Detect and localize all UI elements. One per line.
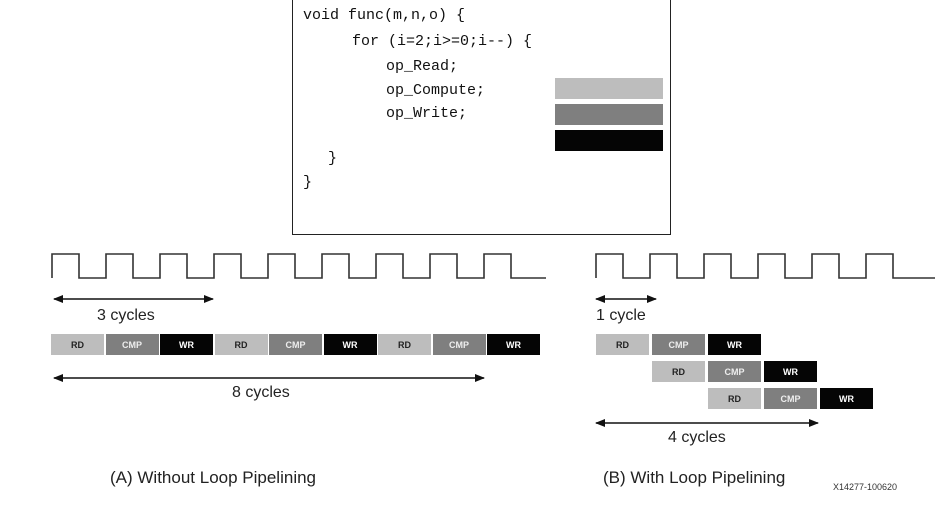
clock-waveform-left xyxy=(51,253,546,279)
code-line-read: op_Read; xyxy=(386,58,459,75)
block-read-1-0: RD xyxy=(652,361,705,382)
block-compute-1-1: CMP xyxy=(708,361,761,382)
clock-waveform-right xyxy=(595,253,935,279)
right-4-cycles-label: 4 cycles xyxy=(668,429,726,446)
legend-compute-bar xyxy=(555,104,663,125)
block-read-3: RD xyxy=(214,334,268,355)
block-write-2-2: WR xyxy=(820,388,873,409)
caption-without-pipelining: (A) Without Loop Pipelining xyxy=(110,468,317,487)
legend-read-bar xyxy=(555,78,663,99)
block-read-0-0: RD xyxy=(596,334,649,355)
block-write-5: WR xyxy=(323,334,377,355)
right-1-cycle-label: 1 cycle xyxy=(596,307,646,324)
block-compute-4: CMP xyxy=(269,334,322,355)
block-write-2: WR xyxy=(160,334,213,355)
block-read-2-0: RD xyxy=(708,388,761,409)
caption-with-pipelining: (B) With Loop Pipelining xyxy=(603,468,786,487)
code-line-close-loop: } xyxy=(328,150,338,167)
block-compute-7: CMP xyxy=(432,334,486,355)
left-3-cycles-label: 3 cycles xyxy=(97,307,155,324)
code-line-compute: op_Compute; xyxy=(386,82,486,99)
block-compute-0-1: CMP xyxy=(652,334,705,355)
code-line-signature: void func(m,n,o) { xyxy=(303,7,466,24)
left-8-cycles-label: 8 cycles xyxy=(232,384,290,401)
figure-id: X14277-100620 xyxy=(833,482,898,492)
block-write-0-2: WR xyxy=(708,334,761,355)
block-compute-2-1: CMP xyxy=(764,388,817,409)
block-compute-1: CMP xyxy=(105,334,159,355)
code-line-for: for (i=2;i>=0;i--) { xyxy=(352,33,533,50)
block-read-6: RD xyxy=(378,334,431,355)
legend-write-bar xyxy=(555,130,663,151)
block-write-1-2: WR xyxy=(764,361,817,382)
code-line-write: op_Write; xyxy=(386,105,468,122)
block-read-0: RD xyxy=(51,334,104,355)
block-write-8: WR xyxy=(487,334,540,355)
code-line-close-func: } xyxy=(303,174,313,191)
